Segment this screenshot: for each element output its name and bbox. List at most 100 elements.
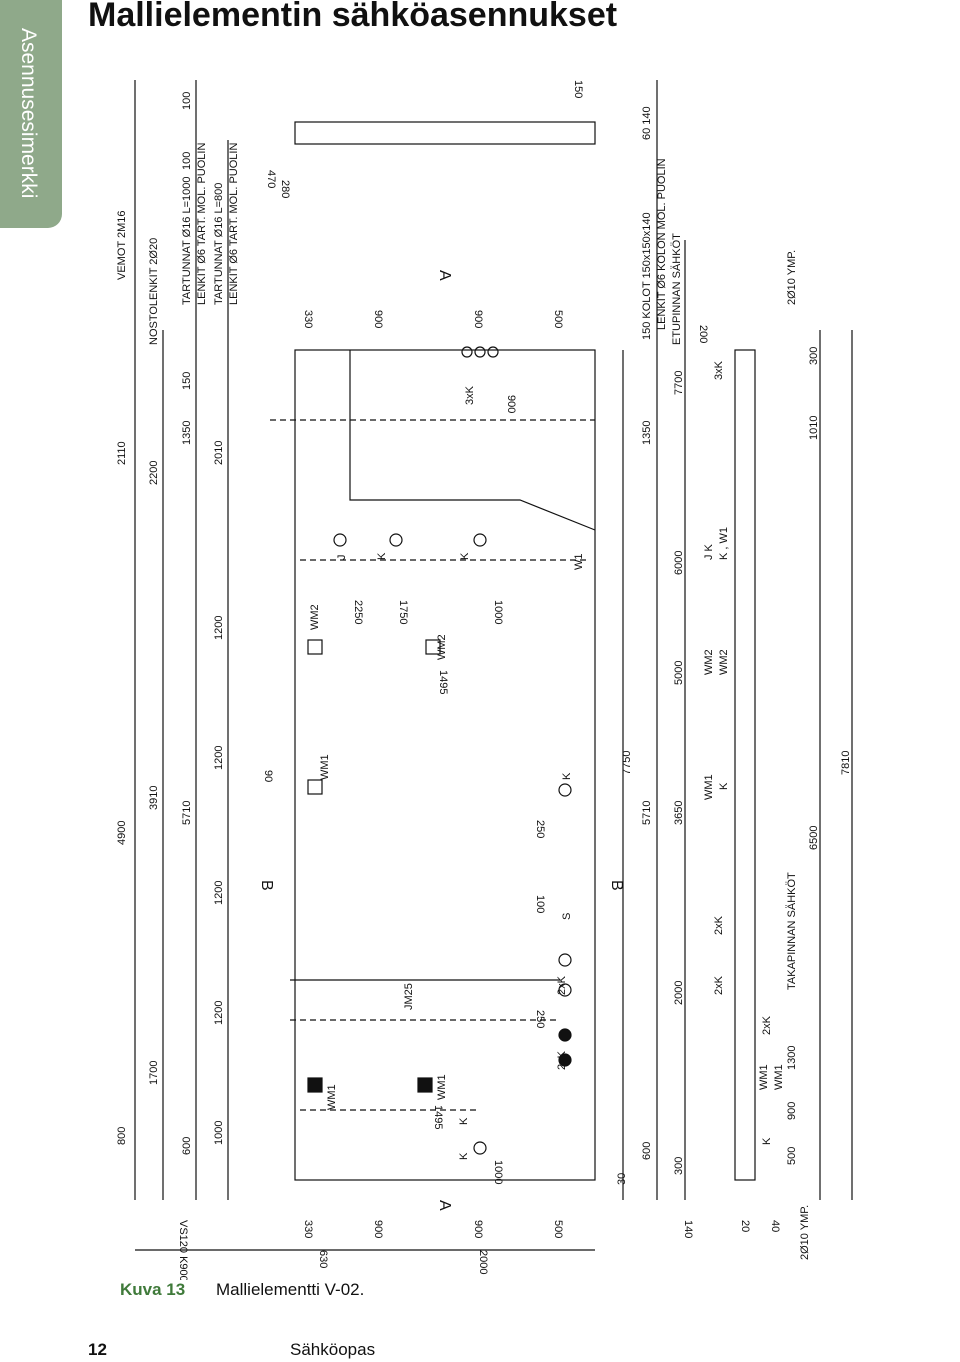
dim-800: 800: [116, 1127, 128, 1145]
note-tartunnat-2: TARTUNNAT Ø16 L=800: [213, 183, 225, 305]
dim-1000b: 1000: [492, 600, 504, 624]
side-beam: [734, 349, 756, 1181]
symbol-wm2b: WM2: [436, 634, 448, 660]
symbol-k2: K: [459, 552, 471, 560]
symbol-k: K: [376, 552, 388, 560]
dim-900e: 900: [505, 395, 517, 413]
symbol-j: J: [336, 555, 348, 561]
symbol-3xk: 3xK: [464, 385, 476, 405]
dim-600: 600: [181, 1137, 193, 1155]
dim-100: 100: [181, 92, 193, 110]
dim-30: 30: [616, 1173, 628, 1185]
dim-1495: 1495: [437, 670, 449, 694]
note-takapinnan: TAKAPINNAN SÄHKÖT: [786, 872, 798, 990]
dim-900c: 900: [372, 1220, 384, 1238]
top-strip: [294, 121, 596, 145]
dim-5710: 5710: [181, 801, 193, 825]
dim-300: 300: [673, 1157, 685, 1175]
symbol-2xk-b: 2xK: [556, 1050, 568, 1070]
dim-900f: 900: [786, 1102, 798, 1120]
figure-label: Kuva 13: [120, 1280, 186, 1299]
dim-470: 470: [265, 170, 277, 188]
section-tab: Asennusesimerkki: [0, 0, 62, 228]
technical-drawing: VEMOT 2M16 NOSTOLENKIT 2Ø20 TARTUNNAT Ø1…: [116, 80, 853, 1280]
dim-6000: 6000: [673, 551, 685, 575]
rsym-k: K: [718, 782, 730, 790]
dim-7700: 7700: [673, 371, 685, 395]
rsym-k2: K: [761, 1137, 773, 1145]
rsym-wm2b: WM2: [718, 649, 730, 675]
dim-500c: 500: [786, 1147, 798, 1165]
symbol-wm1c: WM1: [436, 1074, 448, 1100]
dim-500: 500: [552, 310, 564, 328]
dim-40: 40: [769, 1220, 781, 1232]
note-etupinnan: ETUPINNAN SÄHKÖT: [671, 233, 683, 345]
note-nostolenkit: NOSTOLENKIT 2Ø20: [148, 238, 160, 345]
note-2o10-bottom: 2Ø10 YMP.: [799, 1205, 811, 1260]
symbol-w1: W1: [573, 554, 585, 571]
section-b-left: B: [258, 880, 275, 891]
dim-100b: 100: [181, 152, 193, 170]
rsym-wm1c: WM1: [773, 1064, 785, 1090]
dim-6500: 6500: [808, 826, 820, 850]
symbol-s: S: [561, 913, 573, 920]
dim-330: 330: [302, 310, 314, 328]
rsym-wm1b: WM1: [758, 1064, 770, 1090]
dim-20: 20: [739, 1220, 751, 1232]
dim-1700: 1700: [148, 1061, 160, 1085]
dim-5710b: 5710: [641, 801, 653, 825]
dim-250: 250: [534, 820, 546, 838]
dim-2250: 2250: [352, 600, 364, 624]
rsym-2xk-c: 2xK: [761, 1015, 773, 1035]
dim-900b: 900: [472, 310, 484, 328]
symbol-wm1b: WM1: [326, 1084, 338, 1110]
dim-1495b: 1495: [432, 1105, 444, 1129]
note-kolot: 150 KOLOT 150x150x140: [641, 212, 653, 340]
dim-90: 90: [262, 770, 274, 782]
page-title: Mallielementin sähköasennukset: [88, 0, 618, 34]
dim-600b: 600: [641, 1142, 653, 1160]
dim-1200a: 1200: [213, 1001, 225, 1025]
symbol-jm25: JM25: [403, 983, 415, 1010]
dim-7750: 7750: [621, 751, 633, 775]
note-vs120: VS120 K900 + URA: [177, 1220, 189, 1280]
dim-1350b: 1350: [641, 421, 653, 445]
dim-3650: 3650: [673, 801, 685, 825]
rsym-kw1: K , W1: [718, 527, 730, 560]
symbol-wm1: WM1: [319, 754, 331, 780]
dim-250b: 250: [534, 1010, 546, 1028]
rsym-jk: J K: [703, 543, 715, 560]
dim-7810: 7810: [840, 751, 852, 775]
dim-1200d: 1200: [213, 616, 225, 640]
rsym-2xk-a: 2xK: [713, 915, 725, 935]
rsym-wm1: WM1: [703, 774, 715, 800]
dim-2010: 2010: [213, 441, 225, 465]
note-lenkit-2: LENKIT Ø6 TART. MOL. PUOLIN: [228, 143, 240, 305]
section-b-right: B: [608, 880, 625, 891]
dim-200: 200: [697, 325, 709, 343]
wm2-box: [425, 639, 441, 655]
section-a-bottom: A: [436, 1200, 453, 1211]
dim-150: 150: [181, 372, 193, 390]
dim-900a: 900: [372, 310, 384, 328]
dim-330b: 330: [302, 1220, 314, 1238]
symbol-2xk: 2xK: [556, 975, 568, 995]
rsym-2xk-b: 2xK: [713, 975, 725, 995]
dim-3910: 3910: [148, 786, 160, 810]
dim-150-right: 150: [572, 80, 584, 98]
wm1-box: [307, 1077, 323, 1093]
dim-1010: 1010: [808, 416, 820, 440]
dim-1300: 1300: [786, 1046, 798, 1070]
symbol-wm2: WM2: [309, 604, 321, 630]
dim-2110: 2110: [116, 441, 128, 465]
wm2-box: [307, 639, 323, 655]
note-tartunnat-1: TARTUNNAT Ø16 L=1000: [181, 177, 193, 306]
dim-1000c: 1000: [492, 1160, 504, 1184]
dim-4900: 4900: [116, 821, 128, 845]
dim-1000: 1000: [213, 1121, 225, 1145]
symbol-k3: K: [561, 772, 573, 780]
figure-caption: Mallielementti V-02.: [216, 1280, 365, 1299]
dim-1200c: 1200: [213, 746, 225, 770]
note-vemot: VEMOT 2M16: [116, 211, 128, 281]
dim-5000: 5000: [673, 661, 685, 685]
